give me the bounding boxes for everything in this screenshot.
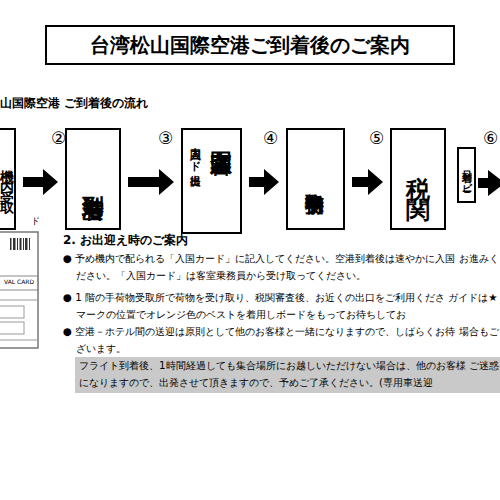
title-text: 台湾松山国際空港ご到着後のご案内	[90, 32, 410, 59]
node-text: 到着ロビー	[462, 164, 472, 186]
step-number: ③	[158, 128, 173, 148]
step-box: 税関	[390, 128, 446, 230]
arrival-card-illustration	[0, 232, 38, 348]
step-box: 入国審査入国カード提出	[181, 128, 242, 234]
node-subtext: 入国カード提出	[190, 140, 201, 166]
bullet-note: ● 空港－ホテル間の送迎は原則として他のお客様と一緒になりますので、しばらくお待…	[63, 323, 500, 357]
card-text: VAL CARD	[4, 278, 34, 285]
section-heading: 2. お出迎え時のご案内	[63, 233, 188, 247]
step-number: ⑥	[483, 128, 498, 148]
bullet-note: ● 予め機内で配られる「入国カード」に記入してください。空港到着後は速やかに入国…	[63, 250, 500, 284]
step-box: 空港到着	[65, 128, 121, 230]
step-number: ④	[263, 128, 278, 148]
flow-arrow	[128, 169, 174, 195]
flow-arrow	[23, 169, 58, 195]
section-heading: 山国際空港 ご到着後の流れ	[0, 96, 148, 110]
node-text: 税関	[406, 157, 430, 201]
notice-band: フライト到着後、1時間経過しても集合場所にお越しいただけない場合は、他のお客様 …	[75, 357, 500, 393]
node-text: フライト到着後、1時間経過しても集合場所にお越しいただけない場合は、他のお客様 …	[79, 359, 499, 388]
step-number: ⑤	[369, 128, 384, 148]
step-box: 機内受取	[0, 128, 16, 230]
step-box: 手荷物受取	[286, 128, 345, 230]
step-number: ②	[51, 128, 66, 148]
card-caption: ド	[31, 216, 40, 227]
flow-arrow	[249, 169, 279, 195]
bullet-note: ● 1 階の手荷物受取所で荷物を受け取り、税関審査後、お近くの出口をご利用くださ…	[63, 289, 500, 323]
title-box: 台湾松山国際空港ご到着後のご案内	[45, 25, 455, 65]
lobby-box: 到着ロビー	[457, 147, 476, 203]
flow-arrow	[478, 170, 500, 196]
flow-arrow	[352, 169, 383, 195]
node-text: 機内受取	[0, 159, 14, 199]
